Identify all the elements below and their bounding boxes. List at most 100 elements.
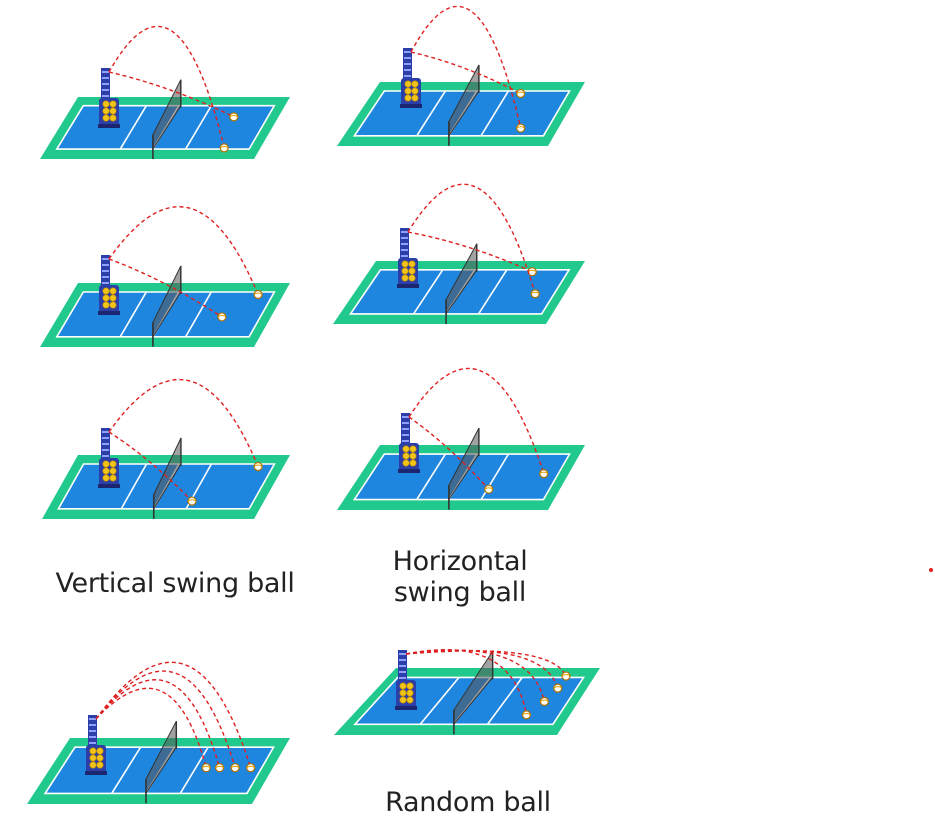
ball-trajectory bbox=[408, 367, 545, 474]
machine-ball bbox=[411, 94, 419, 102]
volleyball-seam bbox=[516, 91, 525, 94]
caption-random-ball: Random ball bbox=[385, 787, 551, 818]
court-line bbox=[120, 463, 148, 510]
ball-trajectory bbox=[405, 650, 567, 677]
machine-column-band bbox=[402, 422, 409, 424]
ball-trajectory bbox=[108, 431, 193, 502]
machine-wheels bbox=[400, 104, 422, 108]
machine-column-band bbox=[102, 443, 109, 445]
volleyball-icon bbox=[516, 88, 526, 99]
machine-column-band bbox=[404, 75, 411, 77]
ball-trajectory bbox=[108, 206, 259, 295]
volleyball-seam bbox=[219, 145, 229, 149]
machine-ball bbox=[102, 301, 110, 309]
volleyball-icon bbox=[516, 123, 526, 133]
volleyball-seam bbox=[201, 765, 211, 769]
machine-ball bbox=[102, 467, 110, 475]
machine-ball bbox=[402, 459, 410, 467]
machine-ball bbox=[102, 100, 110, 108]
machine-wheels bbox=[98, 311, 120, 315]
volleyball-icon bbox=[230, 763, 240, 773]
machine-ball bbox=[102, 460, 110, 468]
machine-column-band bbox=[102, 77, 109, 79]
machine-ball bbox=[102, 114, 110, 122]
ball-trajectory bbox=[410, 5, 522, 129]
court-scene-7 bbox=[27, 661, 290, 804]
ball-trajectory bbox=[407, 183, 536, 294]
machine-wheels bbox=[85, 771, 107, 775]
machine-ball bbox=[404, 80, 412, 88]
machine-ball bbox=[409, 445, 417, 453]
machine-column-band bbox=[102, 276, 109, 278]
court-scene-5 bbox=[42, 379, 290, 519]
machine-ball bbox=[102, 474, 110, 482]
machine-ball bbox=[406, 682, 414, 690]
machine-column-band bbox=[102, 264, 109, 266]
volleyball-seam bbox=[246, 765, 255, 769]
machine-ball bbox=[96, 754, 104, 762]
machine-ball bbox=[89, 754, 97, 762]
volleyball-icon bbox=[229, 112, 239, 122]
machine-ball bbox=[102, 294, 110, 302]
volleyball-seam bbox=[539, 471, 549, 475]
ball-machine-icon bbox=[98, 428, 120, 488]
machine-ball bbox=[102, 287, 110, 295]
machine-ball bbox=[408, 260, 416, 268]
ball-machine-icon bbox=[400, 48, 422, 108]
ball-trajectory bbox=[108, 379, 259, 467]
machine-ball bbox=[409, 452, 417, 460]
machine-ball bbox=[401, 260, 409, 268]
volleyball-icon bbox=[217, 312, 227, 322]
machine-column-band bbox=[102, 270, 109, 272]
machine-ball bbox=[96, 747, 104, 755]
court-line bbox=[184, 291, 212, 338]
volleyball-icon bbox=[187, 496, 197, 506]
machine-column-band bbox=[102, 71, 109, 73]
machine-ball bbox=[96, 761, 104, 769]
court-scene-1 bbox=[40, 25, 290, 160]
machine-ball bbox=[408, 267, 416, 275]
court-line bbox=[179, 746, 209, 794]
machine-column-band bbox=[401, 255, 408, 257]
machine-ball bbox=[89, 747, 97, 755]
volleyball-seam bbox=[230, 765, 240, 769]
court-scene-3 bbox=[40, 206, 290, 347]
ball-trajectory bbox=[408, 416, 490, 490]
caption-horizontal-swing-ball: Horizontal swing ball bbox=[392, 546, 528, 608]
machine-column-band bbox=[102, 431, 109, 433]
ball-machine-icon bbox=[98, 255, 120, 315]
machine-column-band bbox=[402, 428, 409, 430]
machine-wheels bbox=[398, 469, 420, 473]
machine-column-band bbox=[102, 258, 109, 260]
court-scene-6 bbox=[337, 367, 585, 510]
ball-trajectory bbox=[95, 687, 207, 768]
machine-column-band bbox=[89, 742, 96, 744]
machine-ball bbox=[411, 80, 419, 88]
ball-trajectory bbox=[108, 25, 225, 149]
machine-column-band bbox=[89, 718, 96, 720]
machine-ball bbox=[408, 274, 416, 282]
court-scene-2 bbox=[337, 5, 585, 146]
volleyball-icon bbox=[539, 469, 549, 479]
ball-trajectory bbox=[410, 51, 521, 95]
volleyball-icon bbox=[253, 289, 263, 300]
machine-ball bbox=[399, 682, 407, 690]
machine-ball bbox=[409, 459, 417, 467]
volleyball-icon bbox=[561, 671, 571, 681]
machine-wheels bbox=[395, 706, 417, 710]
ball-machine-icon bbox=[395, 650, 417, 710]
machine-ball bbox=[109, 474, 117, 482]
volleyball-seam bbox=[215, 765, 224, 769]
machine-ball bbox=[109, 294, 117, 302]
ball-machine-icon bbox=[98, 68, 120, 128]
machine-wheels bbox=[397, 284, 419, 288]
machine-column-band bbox=[102, 95, 109, 97]
volleyball-seam bbox=[530, 291, 540, 295]
machine-column-band bbox=[402, 440, 409, 442]
court-line bbox=[119, 291, 148, 338]
machine-ball bbox=[399, 689, 407, 697]
machine-ball bbox=[402, 452, 410, 460]
machine-wheels bbox=[98, 484, 120, 488]
ball-trajectory bbox=[108, 258, 223, 318]
